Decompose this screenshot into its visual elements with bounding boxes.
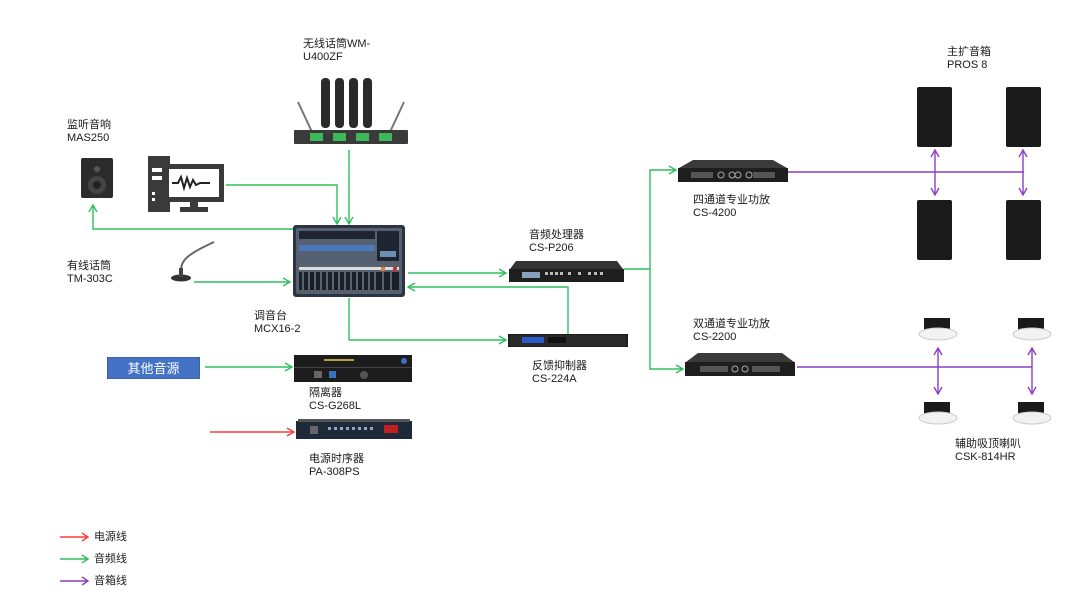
device-model: PROS 8	[947, 59, 988, 71]
device-model: MCX16-2	[254, 323, 301, 335]
two-channel-amp-label: 双通道专业功放 CS-2200	[693, 318, 770, 344]
feedback-suppressor-label: 反馈抑制器 CS-224A	[532, 360, 587, 386]
monitor-speaker-icon[interactable]	[80, 157, 114, 199]
wired-mic-label: 有线话筒 TM-303C	[67, 260, 113, 286]
wire-processor-to-amp4	[624, 165, 678, 270]
four-channel-amplifier-icon[interactable]	[677, 160, 789, 183]
device-name: 无线话筒WM-	[303, 38, 371, 50]
ceiling-speaker-icon[interactable]	[918, 316, 958, 342]
processor-label: 音频处理器 CS-P206	[529, 229, 584, 255]
device-name: 音频处理器	[529, 229, 584, 241]
main-speakers-label: 主扩音箱 PROS 8	[947, 46, 991, 72]
wireless-mic-label: 无线话筒WM- U400ZF	[303, 38, 370, 64]
device-name: 调音台	[254, 310, 287, 322]
monitor-speaker-label: 监听音响 MAS250	[67, 119, 111, 145]
legend-label: 音箱线	[94, 575, 127, 587]
ceiling-speaker-icon[interactable]	[1012, 400, 1052, 426]
device-name: 双通道专业功放	[693, 318, 770, 330]
ceiling-speaker-icon[interactable]	[1012, 316, 1052, 342]
main-speaker-icon[interactable]	[917, 87, 952, 147]
device-model: CS-G268L	[309, 400, 361, 412]
red-arrow-icon	[60, 532, 90, 542]
isolator-icon[interactable]	[294, 355, 412, 382]
four-channel-amp-label: 四通道专业功放 CS-4200	[693, 194, 770, 220]
device-model: MAS250	[67, 132, 110, 144]
power-sequencer-icon[interactable]	[296, 419, 412, 441]
gooseneck-mic-icon[interactable]	[168, 238, 218, 284]
ceiling-speakers-label: 辅助吸顶喇叭 CSK-814HR	[955, 438, 1021, 464]
wire-computer-to-mixer	[226, 184, 342, 226]
ceiling-speaker-icon[interactable]	[918, 400, 958, 426]
wire-feedback-to-mixer	[406, 282, 569, 336]
mixer-label: 调音台 MCX16-2	[254, 310, 300, 336]
device-name: 四通道专业功放	[693, 194, 770, 206]
device-model: CS-4200	[693, 207, 737, 219]
feedback-suppressor-icon[interactable]	[508, 334, 628, 347]
main-speaker-icon[interactable]	[1006, 200, 1041, 260]
device-name: 反馈抑制器	[532, 360, 587, 372]
device-model: PA-308PS	[309, 466, 360, 478]
device-name: 隔离器	[309, 387, 342, 399]
wire-processor-to-amp2	[649, 269, 685, 374]
power-sequencer-label: 电源时序器 PA-308PS	[309, 453, 364, 479]
legend-label: 电源线	[94, 531, 127, 543]
device-model: TM-303C	[67, 273, 113, 285]
wireless-mic-icon[interactable]	[292, 74, 410, 146]
two-channel-amplifier-icon[interactable]	[684, 353, 796, 377]
green-arrow-icon	[60, 554, 90, 564]
main-speaker-icon[interactable]	[1006, 87, 1041, 147]
isolator-label: 隔离器 CS-G268L	[309, 387, 361, 413]
device-model: CS-2200	[693, 331, 737, 343]
device-name: 辅助吸顶喇叭	[955, 438, 1021, 450]
device-name: 监听音响	[67, 119, 111, 131]
purple-arrow-icon	[60, 576, 90, 586]
device-model: CS-224A	[532, 373, 577, 385]
mixer-icon[interactable]	[293, 225, 405, 297]
main-speaker-icon[interactable]	[917, 200, 952, 260]
other-audio-source-box[interactable]: 其他音源	[107, 357, 200, 379]
computer-waveform-icon[interactable]	[148, 156, 226, 214]
device-model: CSK-814HR	[955, 451, 1016, 463]
device-model: U400ZF	[303, 51, 343, 63]
wire-mixer-to-feedback	[348, 298, 508, 345]
legend-label: 音频线	[94, 553, 127, 565]
device-model: CS-P206	[529, 242, 574, 254]
device-name: 有线话筒	[67, 260, 111, 272]
device-name: 电源时序器	[309, 453, 364, 465]
audio-processor-icon[interactable]	[508, 261, 625, 283]
wire-mixer-to-monitor	[88, 203, 293, 230]
device-name: 主扩音箱	[947, 46, 991, 58]
